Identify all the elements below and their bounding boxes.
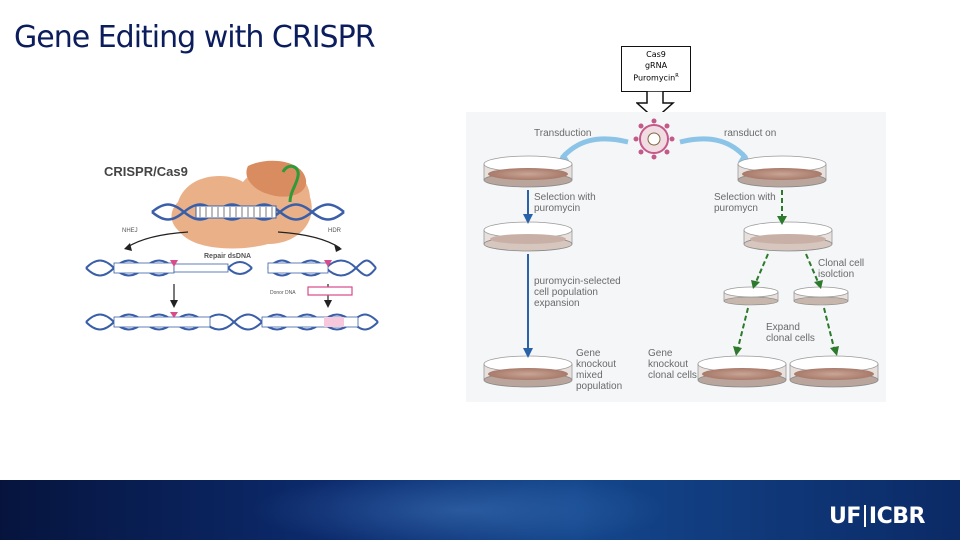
dish-right-2: [743, 221, 833, 252]
callout-cas9: Cas9: [646, 50, 666, 59]
slide-title: Gene Editing with CRISPR: [14, 20, 376, 55]
crispr-cas9-diagram: CRISPR/Cas9 NHEJ HDR Repair dsDNA Donor …: [78, 152, 388, 347]
logo-icbr: ICBR: [868, 503, 926, 529]
uf-icbr-logo: UF ICBR: [829, 503, 925, 529]
nhej-label: NHEJ: [122, 228, 138, 234]
dish-left-3: [483, 355, 573, 388]
dish-right-1: [737, 155, 827, 188]
logo-uf: UF: [829, 503, 861, 529]
logo-separator: [863, 505, 866, 527]
transduction-left-label: Transduction: [534, 128, 592, 139]
dish-small-1: [723, 286, 779, 306]
callout-puromycin: PuromycinR: [633, 73, 679, 83]
protocol-illustration: [483, 118, 879, 388]
transduction-right-label: ransduct on: [724, 128, 777, 139]
dish-left-1: [483, 155, 573, 188]
crispr-cas9-title: CRISPR/Cas9: [104, 164, 188, 179]
crispr-illustration: [85, 160, 379, 331]
footer-glow: [250, 480, 670, 540]
callout-grna: gRNA: [644, 61, 668, 70]
footer-banner: [0, 480, 960, 540]
hdr-label: HDR: [328, 228, 341, 234]
dish-left-2: [483, 221, 573, 252]
repair-dsdna-label: Repair dsDNA: [204, 253, 252, 260]
callout-down-arrow-icon: [636, 91, 675, 121]
dish-right-4: [789, 355, 879, 388]
dish-small-2: [793, 286, 849, 306]
donor-dna-label: Donor DNA: [270, 290, 296, 296]
dish-right-3: [697, 355, 787, 388]
vector-callout: Cas9 gRNA PuromycinR: [621, 46, 691, 92]
